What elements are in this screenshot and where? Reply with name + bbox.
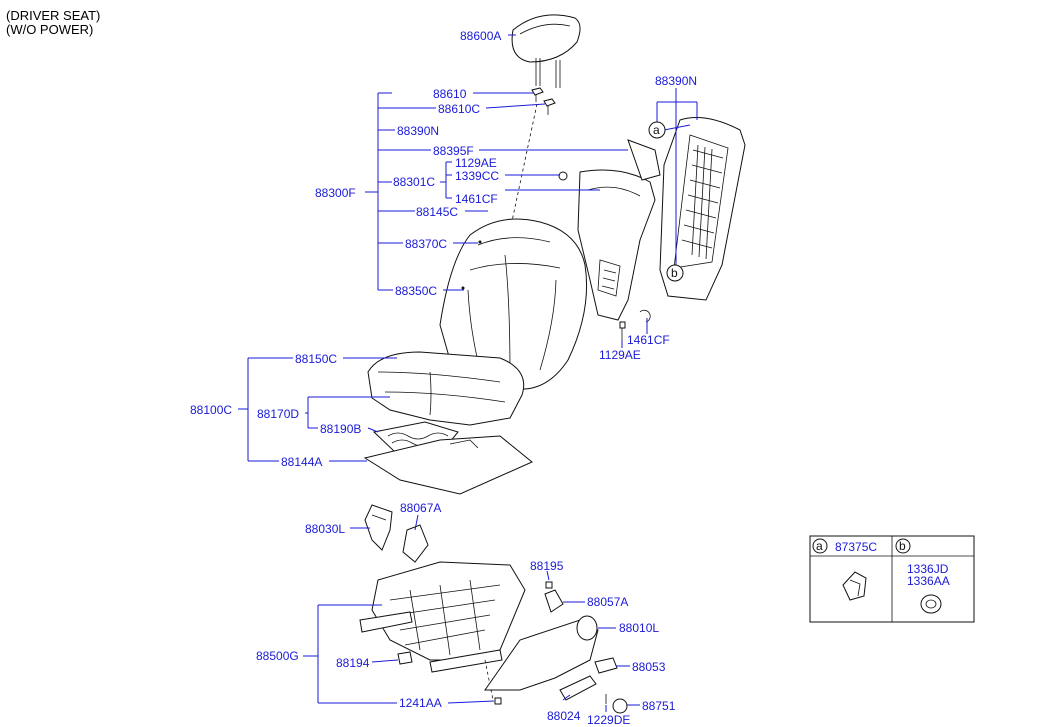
- marker-a: a: [648, 121, 666, 139]
- seatback-cushion-drawing: [439, 218, 588, 390]
- seatback-inner-frame-drawing: [558, 139, 661, 340]
- part-label-88395F[interactable]: 88395F: [433, 144, 474, 158]
- leader-lines: [238, 34, 698, 712]
- legend-b-part-2[interactable]: 1336AA: [907, 574, 950, 588]
- part-label-88100C[interactable]: 88100C: [190, 403, 232, 417]
- marker-b-letter: b: [671, 266, 678, 280]
- part-label-88145C[interactable]: 88145C: [416, 205, 458, 219]
- part-labels: 88600A 88610 88610C 88390N 88395F 1129AE…: [190, 29, 697, 727]
- part-label-88751[interactable]: 88751: [642, 699, 676, 713]
- part-label-88010L[interactable]: 88010L: [619, 621, 659, 635]
- part-label-88390N-b[interactable]: 88390N: [655, 74, 697, 88]
- part-label-88600A[interactable]: 88600A: [460, 29, 501, 43]
- legend-table: a 87375C b 1336JD 1336AA: [809, 535, 975, 623]
- legend-a-letter: a: [816, 539, 823, 553]
- part-label-1129AE-b[interactable]: 1129AE: [599, 348, 641, 362]
- lever-cover-drawing: [484, 581, 628, 714]
- part-label-88195[interactable]: 88195: [530, 559, 564, 573]
- legend-b-part-1[interactable]: 1336JD: [907, 562, 949, 576]
- part-label-88144A[interactable]: 88144A: [281, 455, 322, 469]
- part-label-88500G[interactable]: 88500G: [256, 649, 299, 663]
- seat-track-frame-drawing: [359, 561, 526, 705]
- legend-b-letter: b: [899, 539, 906, 553]
- diagram-title-line-1: (DRIVER SEAT): [6, 8, 101, 23]
- part-label-1461CF-b[interactable]: 1461CF: [627, 333, 670, 347]
- part-label-88301C[interactable]: 88301C: [393, 175, 435, 189]
- headrest-guide-drawing: [507, 87, 556, 241]
- diagram-title-line-2: (W/O POWER): [6, 22, 94, 37]
- part-label-88350C[interactable]: 88350C: [395, 284, 437, 298]
- part-label-1461CF-a[interactable]: 1461CF: [455, 192, 498, 206]
- part-label-88067A[interactable]: 88067A: [400, 501, 441, 515]
- part-label-88030L[interactable]: 88030L: [305, 522, 345, 536]
- part-label-88300F[interactable]: 88300F: [315, 186, 356, 200]
- part-label-88610C[interactable]: 88610C: [438, 102, 480, 116]
- part-label-88053[interactable]: 88053: [632, 660, 666, 674]
- part-label-1129AE-a[interactable]: 1129AE: [455, 156, 497, 170]
- marker-b: b: [666, 264, 684, 282]
- seatback-frame-drawing: [659, 117, 746, 301]
- part-label-88057A[interactable]: 88057A: [587, 595, 628, 609]
- part-label-88194[interactable]: 88194: [336, 656, 370, 670]
- part-label-1229DE[interactable]: 1229DE: [587, 713, 630, 727]
- marker-a-letter: a: [653, 123, 660, 137]
- part-label-1241AA[interactable]: 1241AA: [399, 696, 442, 710]
- part-label-88370C[interactable]: 88370C: [405, 237, 447, 251]
- part-label-88170D[interactable]: 88170D: [257, 407, 299, 421]
- seat-cushion-drawing: [367, 351, 525, 426]
- nut-icon: [920, 594, 942, 614]
- part-label-88024[interactable]: 88024: [547, 709, 581, 723]
- cover-bracket-drawing: [402, 524, 429, 563]
- legend-a-circle: [812, 538, 828, 554]
- headrest-drawing: [511, 14, 581, 88]
- part-label-88150C[interactable]: 88150C: [295, 352, 337, 366]
- legend-b-circle: [895, 538, 911, 554]
- clip-icon: [842, 571, 867, 601]
- part-label-88390N-a[interactable]: 88390N: [397, 124, 439, 138]
- legend-a-part[interactable]: 87375C: [835, 540, 877, 554]
- seat-mat-drawing: [363, 435, 533, 495]
- part-label-88190B[interactable]: 88190B: [320, 422, 361, 436]
- part-label-88610[interactable]: 88610: [433, 87, 467, 101]
- side-cover-drawing: [364, 504, 393, 551]
- part-label-1339CC[interactable]: 1339CC: [455, 169, 499, 183]
